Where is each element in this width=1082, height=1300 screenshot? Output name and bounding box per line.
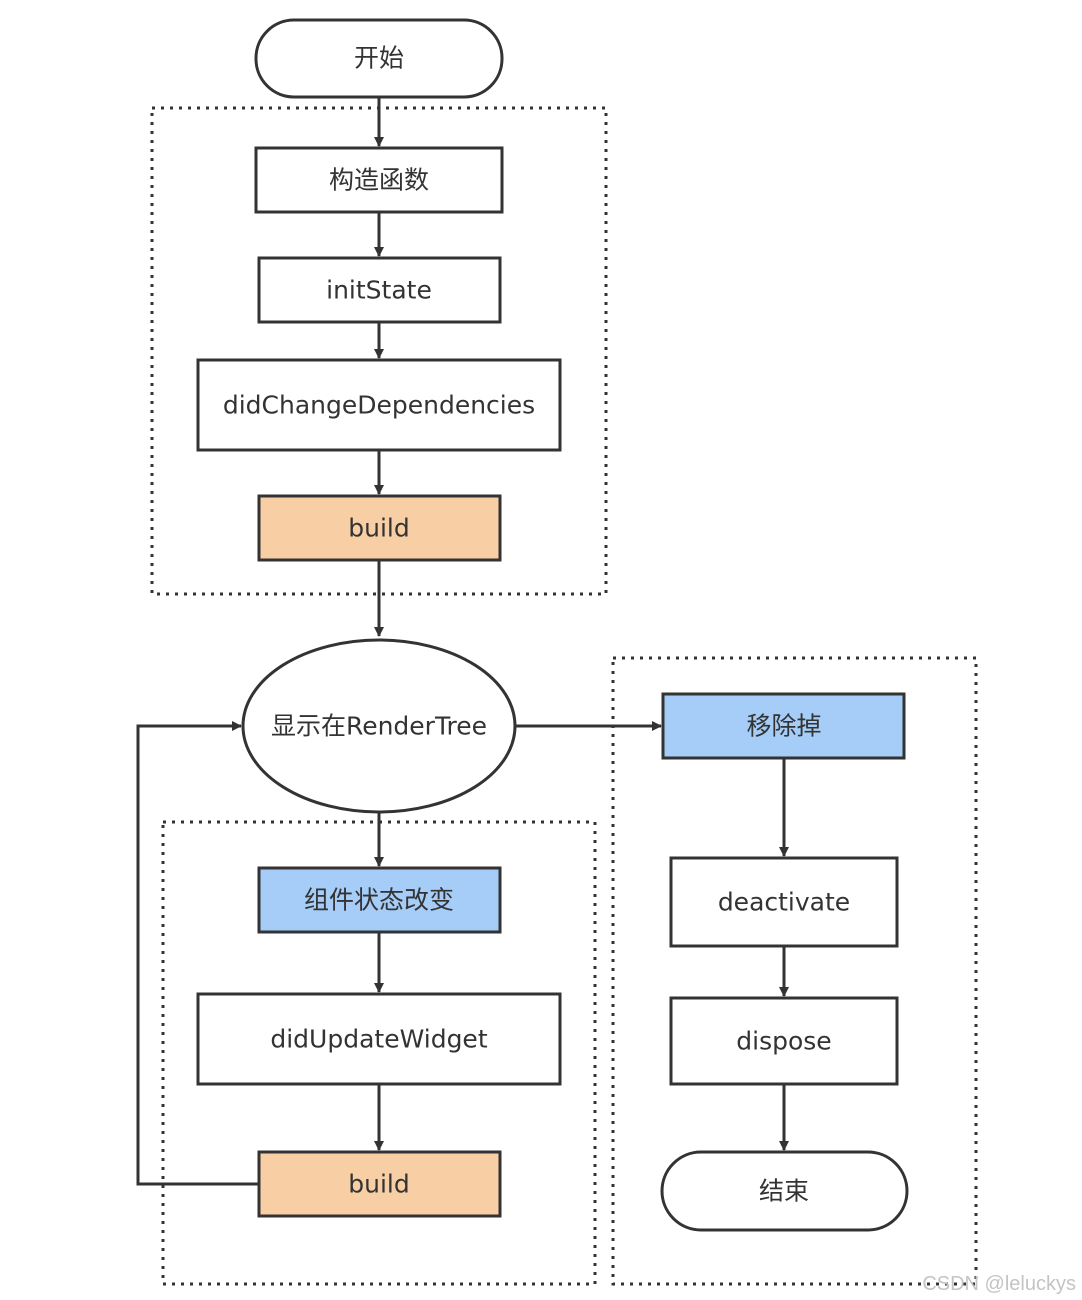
statechange-node: 组件状态改变: [257, 866, 502, 934]
deactivate-node: deactivate: [669, 856, 899, 948]
removed-label: 移除掉: [746, 712, 821, 741]
rendertree-label: 显示在RenderTree: [271, 712, 487, 741]
build-initial-label: build: [348, 514, 409, 543]
start-node: 开始: [254, 18, 504, 99]
connectors: [136, 97, 789, 1186]
didchangedependencies-label: didChangeDependencies: [223, 391, 535, 420]
dispose-label: dispose: [736, 1027, 831, 1056]
initstate-label: initState: [326, 276, 432, 305]
constructor-label: 构造函数: [329, 166, 429, 195]
build-update-label: build: [348, 1170, 409, 1199]
removed-node: 移除掉: [661, 692, 906, 760]
end-label: 结束: [759, 1177, 809, 1206]
build-initial-node: build: [257, 494, 502, 562]
edge-build-loop-to-rendertree: [136, 721, 259, 1186]
dispose-node: dispose: [669, 996, 899, 1086]
didupdatewidget-node: didUpdateWidget: [196, 992, 562, 1086]
didchangedependencies-node: didChangeDependencies: [196, 358, 562, 452]
watermark: CSDN @leluckys: [922, 1273, 1076, 1295]
start-label: 开始: [354, 44, 404, 73]
initstate-node: initState: [257, 256, 502, 324]
build-update-node: build: [257, 1150, 502, 1218]
end-node: 结束: [660, 1150, 909, 1232]
didupdatewidget-label: didUpdateWidget: [270, 1025, 487, 1054]
dispose-phase-group: [611, 656, 978, 1286]
statechange-label: 组件状态改变: [304, 886, 454, 915]
rendertree-node: 显示在RenderTree: [241, 638, 517, 814]
constructor-node: 构造函数: [254, 146, 504, 214]
deactivate-label: deactivate: [718, 888, 850, 917]
